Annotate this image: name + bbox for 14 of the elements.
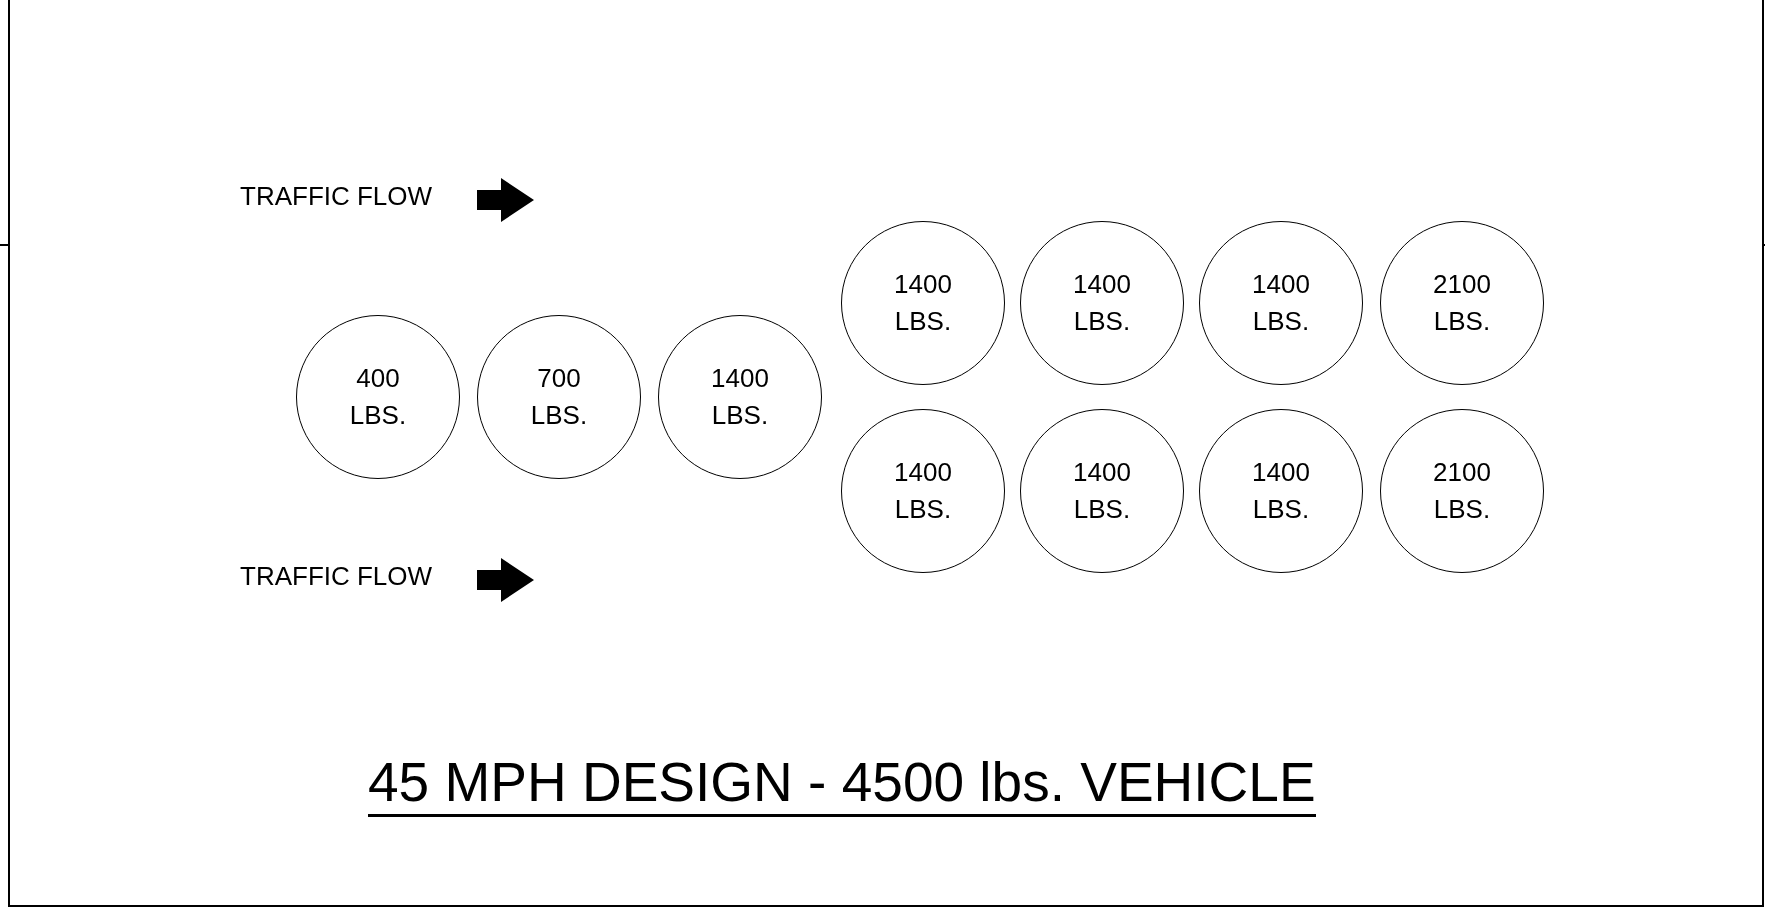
design-title: 45 MPH DESIGN - 4500 lbs. VEHICLE: [368, 752, 1316, 817]
weight-label: 1400 LBS.: [710, 362, 770, 432]
weight-label: 1400 LBS.: [1072, 268, 1132, 338]
weight-label: 1400 LBS.: [1251, 268, 1311, 338]
weight-label: 700 LBS.: [529, 362, 589, 432]
weight-label: 2100 LBS.: [1432, 268, 1492, 338]
weight-label: 1400 LBS.: [1072, 456, 1132, 526]
weight-label: 400 LBS.: [348, 362, 408, 432]
weight-label: 2100 LBS.: [1432, 456, 1492, 526]
weight-label: 1400 LBS.: [893, 456, 953, 526]
traffic-flow-label: TRAFFIC FLOW: [240, 181, 433, 212]
weight-label: 1400 LBS.: [893, 268, 953, 338]
traffic-flow-label: TRAFFIC FLOW: [240, 561, 433, 592]
weight-label: 1400 LBS.: [1251, 456, 1311, 526]
